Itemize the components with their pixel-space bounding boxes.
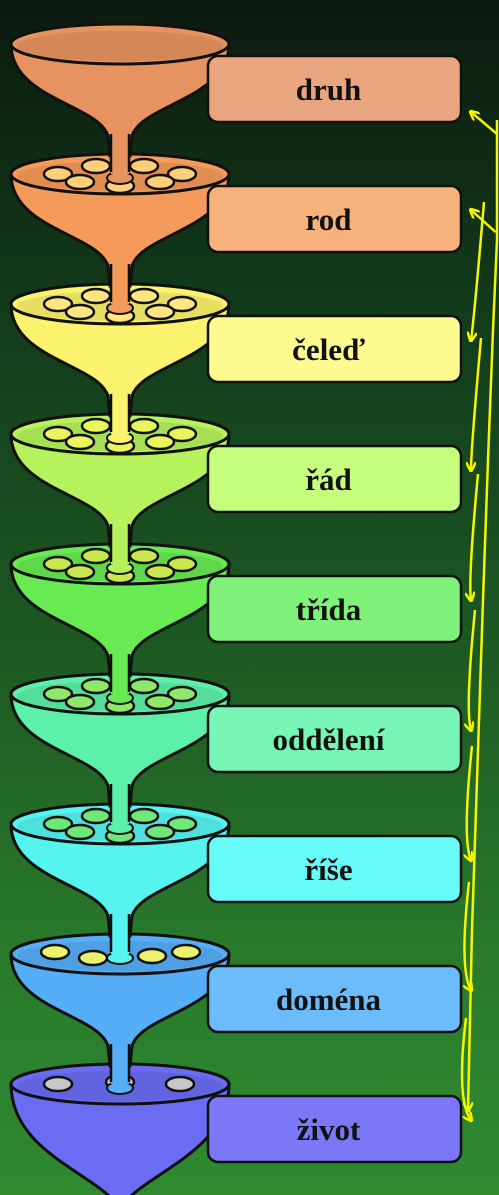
hole-3 bbox=[128, 547, 160, 565]
hole-2 bbox=[80, 287, 112, 305]
hole-4 bbox=[166, 815, 198, 833]
funnel-rim bbox=[9, 22, 231, 66]
rank-box-bg bbox=[206, 704, 463, 774]
hole-6 bbox=[144, 563, 176, 581]
hole-6 bbox=[144, 693, 176, 711]
hole-4 bbox=[166, 165, 198, 183]
rank-label: oddělení bbox=[273, 722, 385, 757]
funnel-stem-oddeleni bbox=[111, 784, 129, 824]
arrow-to-trida bbox=[470, 473, 480, 600]
rank-box-bg bbox=[206, 444, 463, 514]
hole-6 bbox=[144, 823, 176, 841]
hole-4 bbox=[170, 943, 202, 961]
rank-box-rad: řád bbox=[206, 444, 463, 514]
arrow-to-domena bbox=[464, 881, 471, 990]
funnel-celed bbox=[9, 282, 231, 418]
hole-1 bbox=[42, 555, 74, 573]
hole-5 bbox=[64, 823, 96, 841]
rank-box-bg bbox=[206, 184, 463, 254]
rank-box-bg bbox=[206, 1094, 463, 1164]
hole-2 bbox=[80, 417, 112, 435]
hole-3 bbox=[128, 417, 160, 435]
hole-6 bbox=[144, 303, 176, 321]
rank-box-celed: čeleď bbox=[206, 314, 463, 384]
rank-label: řád bbox=[305, 462, 352, 497]
arrow-to-celed bbox=[471, 201, 486, 340]
rank-box-domena: doména bbox=[206, 964, 463, 1034]
funnel-zivot bbox=[9, 1062, 231, 1195]
rank-box-bg bbox=[206, 964, 463, 1034]
hole-1 bbox=[42, 1075, 74, 1093]
rank-box-bg bbox=[206, 314, 463, 384]
hole-2 bbox=[80, 157, 112, 175]
funnel-rim-shade bbox=[17, 31, 223, 61]
hole-5 bbox=[64, 693, 96, 711]
funnel-oddeleni bbox=[9, 672, 231, 808]
rank-box-trida: třída bbox=[206, 574, 463, 644]
hole-5 bbox=[64, 433, 96, 451]
arrow-to-druh bbox=[471, 112, 498, 135]
rank-box-bg bbox=[206, 54, 463, 124]
hole-6 bbox=[144, 433, 176, 451]
hole-1 bbox=[42, 295, 74, 313]
hole-2 bbox=[77, 949, 109, 967]
funnel-stem-druh bbox=[111, 134, 129, 174]
funnel-stem-trida bbox=[111, 654, 129, 694]
hole-2 bbox=[80, 677, 112, 695]
funnel-stem-rod bbox=[111, 264, 129, 304]
arrow-spine bbox=[468, 120, 499, 1110]
arrow-to-rise bbox=[467, 745, 472, 860]
rank-label: třída bbox=[296, 592, 362, 627]
hole-2 bbox=[80, 547, 112, 565]
rank-box-rise: říše bbox=[206, 834, 463, 904]
rank-box-bg bbox=[206, 834, 463, 904]
hole-6 bbox=[144, 173, 176, 191]
hole-3 bbox=[128, 677, 160, 695]
rank-box-zivot: život bbox=[206, 1094, 463, 1164]
arrow-to-oddeleni bbox=[469, 609, 477, 730]
funnel-stem-rad bbox=[111, 524, 129, 564]
hole-5 bbox=[64, 173, 96, 191]
arrow-to-rad bbox=[471, 337, 483, 470]
rank-box-oddeleni: oddělení bbox=[206, 704, 463, 774]
hole-3 bbox=[128, 287, 160, 305]
rank-box-rod: rod bbox=[206, 184, 463, 254]
hole-1 bbox=[42, 815, 74, 833]
hole-4 bbox=[166, 685, 198, 703]
hole-3 bbox=[136, 947, 168, 965]
rank-box-druh: druh bbox=[206, 54, 463, 124]
funnel-stem-celed bbox=[111, 394, 129, 434]
rank-box-bg bbox=[206, 574, 463, 644]
hole-4 bbox=[166, 555, 198, 573]
arrow-to-zivot bbox=[460, 1017, 471, 1120]
hole-4 bbox=[166, 425, 198, 443]
rank-label: doména bbox=[276, 982, 382, 1017]
hole-3 bbox=[164, 1075, 196, 1093]
rank-label: druh bbox=[296, 72, 361, 107]
hole-1 bbox=[42, 685, 74, 703]
funnel-stem-domena bbox=[111, 1044, 129, 1084]
hole-5 bbox=[64, 303, 96, 321]
funnel-stem-rise bbox=[111, 914, 129, 954]
hole-1 bbox=[42, 425, 74, 443]
hole-3 bbox=[128, 157, 160, 175]
hole-4 bbox=[166, 295, 198, 313]
rank-label: život bbox=[297, 1112, 361, 1147]
hole-1 bbox=[42, 165, 74, 183]
hole-1 bbox=[39, 943, 71, 961]
rank-label: čeleď bbox=[292, 332, 365, 367]
hole-5 bbox=[64, 563, 96, 581]
hole-3 bbox=[128, 807, 160, 825]
rank-label: rod bbox=[306, 202, 352, 237]
hole-2 bbox=[80, 807, 112, 825]
rank-label: říše bbox=[304, 852, 352, 887]
